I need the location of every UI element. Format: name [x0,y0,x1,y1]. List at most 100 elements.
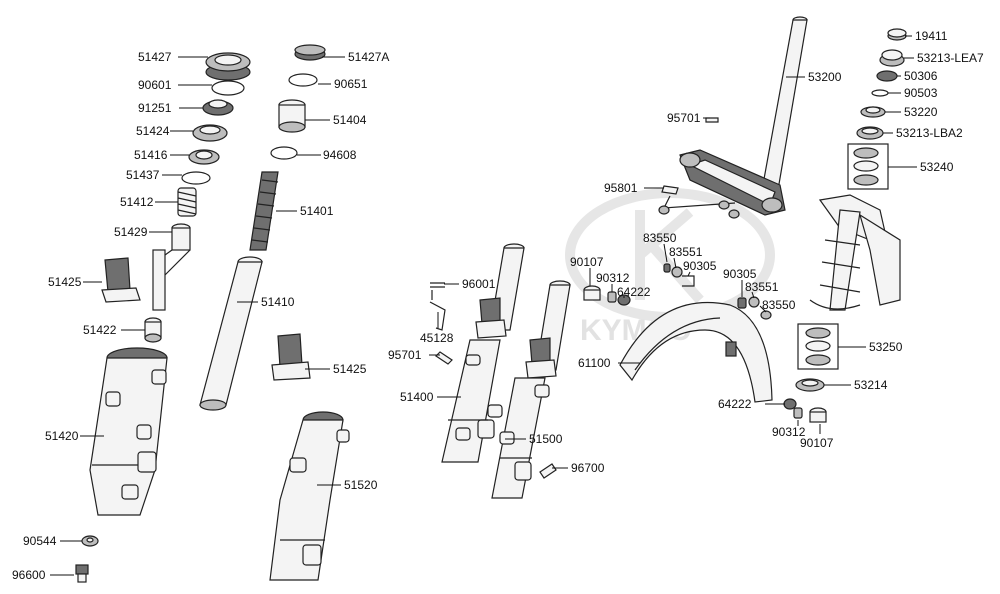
part-labels: 51427 51427A 90601 90651 91251 51404 514… [12,29,984,582]
label-51425-left: 51425 [48,275,82,289]
label-53213-LEA7: 53213-LEA7 [917,51,984,65]
label-90107-right: 90107 [800,436,834,450]
part-51437-clip [181,171,211,185]
label-53250: 53250 [869,340,903,354]
part-90312-washer-right [793,407,803,419]
part-90601-o-ring [211,80,245,96]
part-51401-spring [249,171,279,251]
part-51404-collar [278,99,306,133]
label-51400: 51400 [400,390,434,404]
part-51422-bush [144,317,162,343]
part-51429-damper-rod [152,223,191,311]
part-50306-nut [876,70,898,82]
part-51412-spring [177,187,197,217]
part-83551-washer-b [748,296,760,308]
part-95701-screw-right [705,117,719,123]
part-51400-fork-left [441,243,525,463]
label-19411: 19411 [915,29,948,43]
part-45128-hose-guide [429,301,446,331]
part-64222-nut-right [783,398,797,410]
part-53240-bearing-set [847,143,889,190]
label-64222-right: 64222 [718,397,752,411]
label-90305-left: 90305 [683,259,717,273]
label-83551-left: 83551 [669,245,703,259]
label-90107-left: 90107 [570,255,604,269]
part-53213-LEA7-race [879,49,905,67]
part-83550-screw-b [760,310,772,320]
part-90544-washer [81,535,99,547]
part-51420-outer-tube-left [89,347,168,516]
label-51404: 51404 [333,113,367,127]
label-95701-right: 95701 [667,111,701,125]
part-83550-screw-a [663,263,671,273]
label-53213-LBA2: 53213-LBA2 [896,126,963,140]
part-53200-steering-stem [679,16,808,216]
part-53250-bearing-set [797,323,839,370]
label-90305-right: 90305 [723,267,757,281]
label-95801: 95801 [604,181,638,195]
part-53213-LBA2-race [856,126,884,140]
part-51424-washer [192,124,228,142]
part-94608-o-ring [270,146,298,160]
part-51410-inner-tube [199,256,263,411]
label-51422: 51422 [83,323,117,337]
part-51416-ring [188,149,220,165]
part-96001-clamp [430,282,445,300]
part-51427-seal [205,52,251,81]
part-90107-collar-left [583,285,601,301]
part-83551-washer-a [671,266,683,278]
label-50306: 50306 [904,69,938,83]
part-90503-washer [871,89,889,97]
part-51520-outer-tube-right [269,411,350,581]
label-51420: 51420 [45,429,79,443]
part-90305-clip-b [737,297,747,309]
part-90107-collar-right [809,407,827,423]
label-90651: 90651 [334,77,368,91]
label-51520: 51520 [344,478,378,492]
part-64222-nut-left [617,294,631,306]
label-96001: 96001 [462,277,496,291]
label-45128: 45128 [420,331,454,345]
part-96700-bolt [539,463,557,479]
part-90312-washer-left [607,291,617,303]
label-90312-left: 90312 [596,271,630,285]
label-53220: 53220 [904,105,938,119]
part-53220-bearing [860,106,886,118]
label-53240: 53240 [920,160,954,174]
label-90544: 90544 [23,534,57,548]
part-19411-nut [887,28,907,41]
label-53200: 53200 [808,70,842,84]
label-51427A: 51427A [348,50,389,64]
label-51500: 51500 [529,432,563,446]
label-61100: 61100 [578,356,611,370]
frame-head [809,194,901,311]
label-94608: 94608 [323,148,357,162]
label-51412: 51412 [120,195,154,209]
part-91251-oil-seal [202,99,234,116]
label-51410: 51410 [261,295,295,309]
label-90503: 90503 [904,86,938,100]
part-53214-race [795,378,825,392]
label-51429: 51429 [114,225,148,239]
part-61100-front-fender [619,301,773,403]
part-51500-fork-right [491,280,571,499]
part-95701-screw-left [435,351,453,365]
label-95701-left: 95701 [388,348,422,362]
label-96600: 96600 [12,568,46,582]
label-90312-right: 90312 [772,425,806,439]
part-51425-guard-right [271,333,311,381]
label-83550-right: 83550 [762,298,796,312]
label-51424: 51424 [136,124,170,138]
label-91251: 91251 [138,101,172,115]
label-51425-right: 51425 [333,362,367,376]
part-90651-o-ring [288,73,318,87]
part-95801-bolt [658,185,740,219]
label-83550-left: 83550 [643,231,677,245]
label-64222-left: 64222 [617,285,651,299]
part-96600-bolt [75,564,89,583]
part-51427A-cap [294,44,326,61]
part-51425-guard-left [101,257,141,303]
label-51416: 51416 [134,148,168,162]
label-90601: 90601 [138,78,172,92]
